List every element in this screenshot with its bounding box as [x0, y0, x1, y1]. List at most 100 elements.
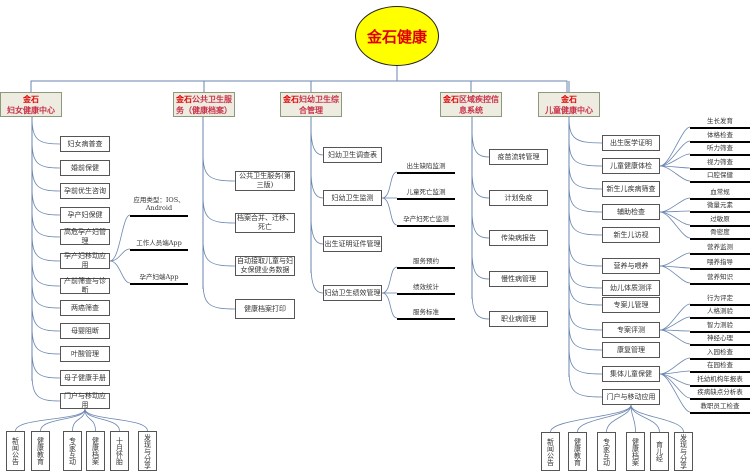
portal-item[interactable]: 新闻公告: [6, 431, 25, 471]
connector: [659, 303, 691, 331]
connector: [31, 186, 61, 216]
branch-item[interactable]: 自动接取儿童与妇女保健业务数据: [235, 256, 295, 276]
sub-item[interactable]: 出生缺陷监测: [397, 161, 455, 174]
connector: [568, 183, 603, 213]
header-prefix: 金石: [283, 95, 299, 104]
branch-header[interactable]: 金石公共卫生服务（健康档案）: [173, 92, 235, 117]
sub-item[interactable]: 视力筛查: [690, 157, 750, 170]
sub-item[interactable]: 体格检查: [690, 130, 750, 143]
portal-item[interactable]: 健康教育: [31, 431, 50, 471]
branch-item[interactable]: 职业病管理: [489, 311, 548, 327]
sub-item[interactable]: 生长发育: [690, 116, 750, 129]
sub-item[interactable]: 应用类型：IOS、Android: [130, 196, 188, 217]
branch-item[interactable]: 传染病报告: [489, 230, 548, 246]
branch-item[interactable]: 集体儿童保健: [602, 366, 660, 382]
connector: [381, 266, 398, 294]
branch-header[interactable]: 金石妇幼卫生综合管理: [280, 92, 342, 117]
connector: [310, 264, 324, 294]
branch-item[interactable]: 康复管理: [602, 342, 660, 358]
branch-item[interactable]: 营养与喂养: [602, 258, 660, 274]
branch-item[interactable]: 母子健康手册: [60, 370, 110, 386]
branch-item[interactable]: 妇幼卫生绩效管理: [323, 285, 382, 301]
branch-header[interactable]: 金石区域疾控信息系统: [440, 92, 502, 117]
sub-item[interactable]: 服务标准: [397, 307, 455, 320]
portal-item[interactable]: 发现与分享: [138, 431, 157, 471]
branch-item[interactable]: 妇幼卫生监测: [323, 190, 382, 206]
branch-item[interactable]: 妇女病普查: [60, 136, 110, 152]
branch-item[interactable]: 出生证明证件管理: [323, 236, 382, 252]
portal-item[interactable]: 十月怀胎: [110, 431, 129, 471]
sub-item[interactable]: 入园检查: [690, 347, 750, 360]
branch-item[interactable]: 门户与移动应用: [602, 389, 660, 405]
sub-item[interactable]: 微量元素: [690, 200, 750, 213]
branch-item[interactable]: 档案合并、迁移、死亡: [235, 213, 295, 233]
root-node[interactable]: 金石健康: [355, 6, 439, 66]
sub-item[interactable]: 服务预约: [397, 256, 455, 269]
sub-item[interactable]: 过敏原: [690, 214, 750, 227]
sub-item[interactable]: 疾病缺点分析表: [690, 387, 750, 400]
branch-item[interactable]: 专案儿管理: [602, 297, 660, 313]
branch-item[interactable]: 慢性病管理: [489, 271, 548, 287]
sub-item[interactable]: 神经心理: [690, 333, 750, 346]
connector: [381, 292, 398, 319]
sub-item[interactable]: 口腔保健: [690, 170, 750, 183]
portal-item[interactable]: 健康档案: [626, 432, 645, 471]
branch-item[interactable]: 健康档案打印: [235, 299, 295, 319]
portal-item[interactable]: 健康档案: [86, 431, 105, 471]
branch-item[interactable]: 孕前优生咨询: [60, 183, 110, 199]
branch-item[interactable]: 高危孕产妇管理: [60, 228, 110, 245]
branch-item[interactable]: 叶酸管理: [60, 346, 110, 362]
sub-item[interactable]: 行为评定: [690, 293, 750, 306]
sub-item[interactable]: 教职员工检查: [690, 401, 750, 414]
branch-item[interactable]: 新生儿访视: [602, 227, 660, 243]
branch-item[interactable]: 产前筛查与诊断: [60, 277, 110, 294]
connector: [109, 248, 131, 262]
branch-item[interactable]: 妇幼卫生调查表: [323, 147, 382, 163]
sub-item[interactable]: 人格测验: [690, 306, 750, 319]
branch-item[interactable]: 两癌筛查: [60, 300, 110, 316]
sub-item[interactable]: 智力测验: [690, 320, 750, 333]
portal-item[interactable]: 育儿经: [650, 432, 669, 471]
sub-item[interactable]: 营养知识: [690, 272, 750, 285]
sub-item[interactable]: 喂养指导: [690, 257, 750, 270]
sub-item[interactable]: 孕产妇端App: [130, 272, 188, 285]
branch-item[interactable]: 疫苗流转管理: [489, 149, 548, 165]
sub-item[interactable]: 托幼机构年报表: [690, 374, 750, 387]
branch-item[interactable]: 新生儿疾病筛查: [602, 181, 660, 197]
branch-item[interactable]: 母婴阻断: [60, 323, 110, 339]
branch-item[interactable]: 儿童健康体检: [602, 158, 660, 174]
branch-item[interactable]: 出生医学证明: [602, 135, 660, 151]
branch-item[interactable]: 专案评测: [602, 322, 660, 338]
portal-item[interactable]: 专家互动: [63, 431, 82, 471]
portal-item[interactable]: 新闻公告: [541, 432, 560, 471]
sub-item[interactable]: 孕产妇死亡监测: [397, 214, 455, 227]
sub-item[interactable]: 绩效统计: [397, 282, 455, 295]
portal-item[interactable]: 发现与分享: [674, 432, 693, 471]
sub-item[interactable]: 听力筛查: [690, 143, 750, 156]
branch-item[interactable]: 幼儿体质测评: [602, 280, 660, 296]
branch-item[interactable]: 婚前保健: [60, 160, 110, 176]
branch-item[interactable]: 公共卫生服务(第三版): [235, 171, 295, 191]
branch-item[interactable]: 孕产妇移动应用: [60, 252, 110, 269]
branch-item[interactable]: 门户与移动应用: [60, 392, 110, 409]
branch-item[interactable]: 计划免疫: [489, 190, 548, 206]
connector: [381, 171, 398, 199]
sub-item[interactable]: 儿童死亡监测: [397, 187, 455, 200]
sub-item[interactable]: 工作人员端App: [130, 238, 188, 251]
sub-item[interactable]: 骨密度: [690, 227, 750, 240]
sub-item[interactable]: 营养监测: [690, 242, 750, 255]
connector: [471, 290, 490, 320]
portal-item[interactable]: 专家互动: [597, 432, 616, 471]
connector: [471, 128, 490, 158]
connector: [659, 252, 691, 267]
connector: [84, 408, 148, 432]
branch-item[interactable]: 孕产妇保健: [60, 207, 110, 223]
portal-item[interactable]: 健康教育: [568, 432, 587, 471]
sub-item[interactable]: 血常规: [690, 187, 750, 200]
branch-header[interactable]: 金石妇女健康中心: [0, 92, 62, 117]
sub-item[interactable]: 在园检查: [690, 360, 750, 373]
connector: [72, 408, 86, 432]
branch-header[interactable]: 金石儿童健康中心: [538, 92, 600, 117]
connector: [202, 194, 236, 224]
branch-item[interactable]: 辅助检查: [602, 204, 660, 220]
